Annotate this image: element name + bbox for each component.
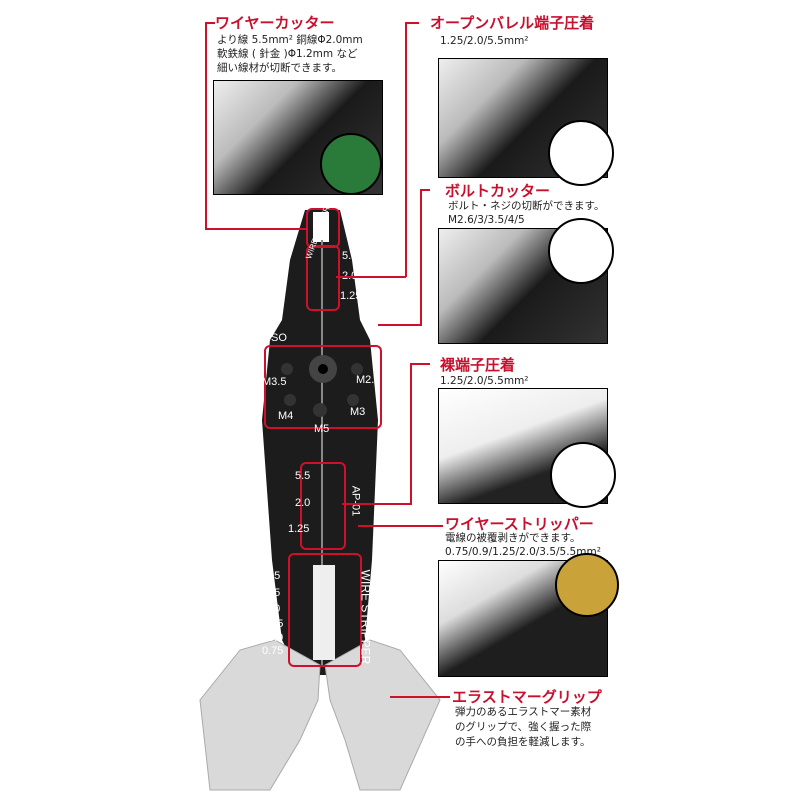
stripper-size: 0.9 [268, 632, 284, 644]
open-barrel-title: オープンバレル端子圧着 [430, 14, 595, 32]
connector-line [405, 22, 419, 24]
desc-line: M2.6/3/3.5/4/5 [448, 214, 525, 226]
bolt-size: M2.6 [356, 374, 381, 386]
bolt-cutter-highlight [264, 345, 382, 429]
connector-line [342, 503, 412, 505]
model-label: AP-01 [349, 485, 362, 517]
connector-line [205, 22, 215, 24]
iso-label: ISO [268, 332, 287, 344]
connector-line [378, 324, 422, 326]
stripper-size: 3.5 [265, 587, 281, 599]
desc-line: 0.75/0.9/1.25/2.0/3.5/5.5mm² [445, 546, 601, 558]
connector-line [410, 363, 430, 365]
bolt-size: M4 [278, 410, 294, 422]
connector-line [420, 189, 422, 324]
wire-stripper-desc: 電線の被覆剥きができます。 0.75/0.9/1.25/2.0/3.5/5.5m… [445, 531, 601, 559]
wire-cutter-title: ワイヤーカッター [215, 14, 335, 32]
bolt-cutter-desc: ボルト・ネジの切断ができます。 M2.6/3/3.5/4/5 [448, 199, 604, 227]
bolt-cutter-title: ボルトカッター [445, 182, 551, 200]
bolt-size: M5 [314, 423, 330, 435]
desc-line: のグリップで、強く握った際 [455, 721, 592, 733]
bare-terminal-highlight [300, 462, 346, 550]
stripper-size: 0.75 [262, 645, 284, 657]
connector-line [410, 363, 412, 503]
desc-line: より線 5.5mm² 銅線Φ2.0mm [217, 34, 363, 46]
open-barrel-size: 1.25 [340, 290, 362, 302]
bolt-size: M3 [350, 406, 366, 418]
bare-terminal-desc: 1.25/2.0/5.5mm² [440, 375, 529, 387]
connector-line [336, 276, 406, 278]
bare-terminal-circle [550, 442, 616, 508]
connector-line [390, 696, 450, 698]
desc-line: ボルト・ネジの切断ができます。 [448, 200, 605, 212]
grip-title: エラストマーグリップ [452, 688, 602, 706]
connector-line [358, 525, 443, 527]
connector-line [205, 228, 308, 230]
open-barrel-terminal-circle [548, 120, 614, 186]
wire-cutter-detail-circle [320, 133, 382, 195]
desc-line: 電線の被覆剥きができます。 [445, 532, 581, 544]
stripper-size: 5.5 [265, 570, 281, 582]
desc-line: 軟鉄線 ( 針金 )Φ1.2mm など [217, 48, 358, 60]
bare-size: 1.25 [288, 523, 310, 535]
connector-line [420, 189, 430, 191]
stripped-wire-circle [555, 553, 619, 617]
open-barrel-desc: 1.25/2.0/5.5mm² [440, 35, 529, 47]
bare-terminal-title: 裸端子圧着 [440, 356, 516, 374]
open-barrel-highlight [306, 245, 340, 311]
desc-line: 弾力のあるエラストマー素材 [455, 706, 592, 718]
desc-line: の手への負担を軽減します。 [455, 736, 591, 748]
bolt-size: M3.5 [262, 376, 287, 388]
stripper-size: 2.0 [265, 603, 281, 615]
bare-size: 5.5 [295, 470, 311, 482]
connector-line [205, 22, 207, 229]
bare-size: 2.0 [295, 497, 311, 509]
wire-stripper-highlight [288, 553, 362, 667]
wire-stripper-title: ワイヤーストリッパー [445, 515, 594, 533]
stripper-label: WIRE STRIPPER [358, 569, 373, 665]
wire-cutter-desc: より線 5.5mm² 銅線Φ2.0mm 軟鉄線 ( 針金 )Φ1.2mm など … [217, 33, 363, 75]
open-barrel-size: 5.5 [342, 250, 358, 262]
connector-line [405, 22, 407, 277]
desc-line: 細い線材が切断できます。 [217, 62, 342, 74]
stripper-size: 1.25 [262, 618, 284, 630]
grip-desc: 弾力のあるエラストマー素材 のグリップで、強く握った際 の手への負担を軽減します… [455, 705, 591, 750]
bolt-detail-circle [548, 218, 614, 284]
